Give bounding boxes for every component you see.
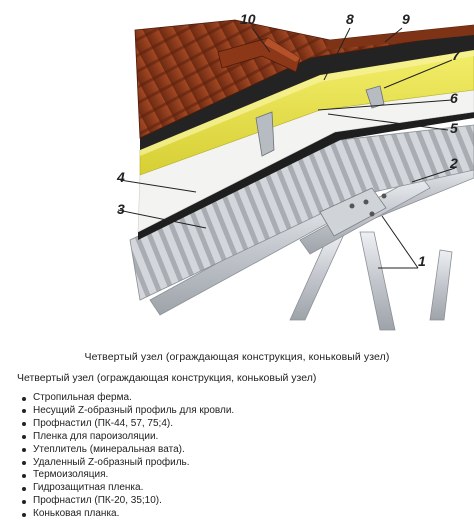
vapor-barrier-film (138, 110, 474, 240)
callout-8: 8 (346, 11, 354, 27)
leader-3 (117, 209, 207, 229)
ridge-assembly-drawing: 10 8 9 7 6 5 4 3 2 1 (116, 11, 474, 331)
legend-item: Утеплитель (минеральная вата). (22, 444, 234, 457)
legend-item: Гидрозащитная пленка. (22, 482, 234, 495)
leader-6 (317, 99, 453, 111)
section-subheading: Четвертый узел (ограждающая конструкция,… (17, 372, 317, 384)
legend-item: Термоизоляция. (22, 469, 234, 482)
leader-5 (327, 113, 449, 131)
legend-item: Профнастил (ПК-20, 35;10). (22, 495, 234, 508)
leader-2 (411, 167, 456, 183)
legend-item: Пленка для пароизоляции. (22, 431, 234, 444)
callout-2: 2 (449, 155, 458, 171)
leader-9 (384, 27, 403, 43)
roof-ridge-node-illustration: 10 8 9 7 6 5 4 3 2 1 (116, 11, 474, 331)
leader-1a (381, 215, 419, 269)
callout-10: 10 (240, 11, 256, 27)
callout-3: 3 (117, 201, 125, 217)
legend-item: Стропильная ферма. (22, 392, 234, 405)
callout-9: 9 (402, 11, 410, 27)
ridge-cap-flashing (217, 37, 301, 73)
legend-item: Профнастил (ПК-44, 57, 75;4). (22, 418, 234, 431)
leader-4 (119, 179, 197, 193)
figure-caption: Четвертый узел (ограждающая конструкция,… (84, 351, 390, 363)
legend-item: Удаленный Z-образный профиль. (22, 457, 234, 470)
leader-7 (383, 59, 453, 89)
callout-4: 4 (116, 169, 125, 185)
waterproofing-film (140, 32, 474, 150)
callout-7: 7 (452, 47, 461, 63)
roof-profiled-sheet (134, 19, 474, 139)
z-profile-brackets (255, 85, 385, 157)
leader-10 (251, 27, 271, 53)
callout-1: 1 (418, 253, 426, 269)
callout-leaders (117, 27, 456, 269)
component-legend-list: Стропильная ферма. Несущий Z-образный пр… (22, 392, 234, 521)
callout-5: 5 (450, 120, 458, 136)
ridge-gusset-joint (319, 187, 387, 237)
leader-8 (323, 27, 351, 81)
legend-item: Коньковая планка. (22, 508, 234, 521)
legend-item: Несущий Z-образный профиль для кровли. (22, 405, 234, 418)
callout-6: 6 (450, 90, 458, 106)
